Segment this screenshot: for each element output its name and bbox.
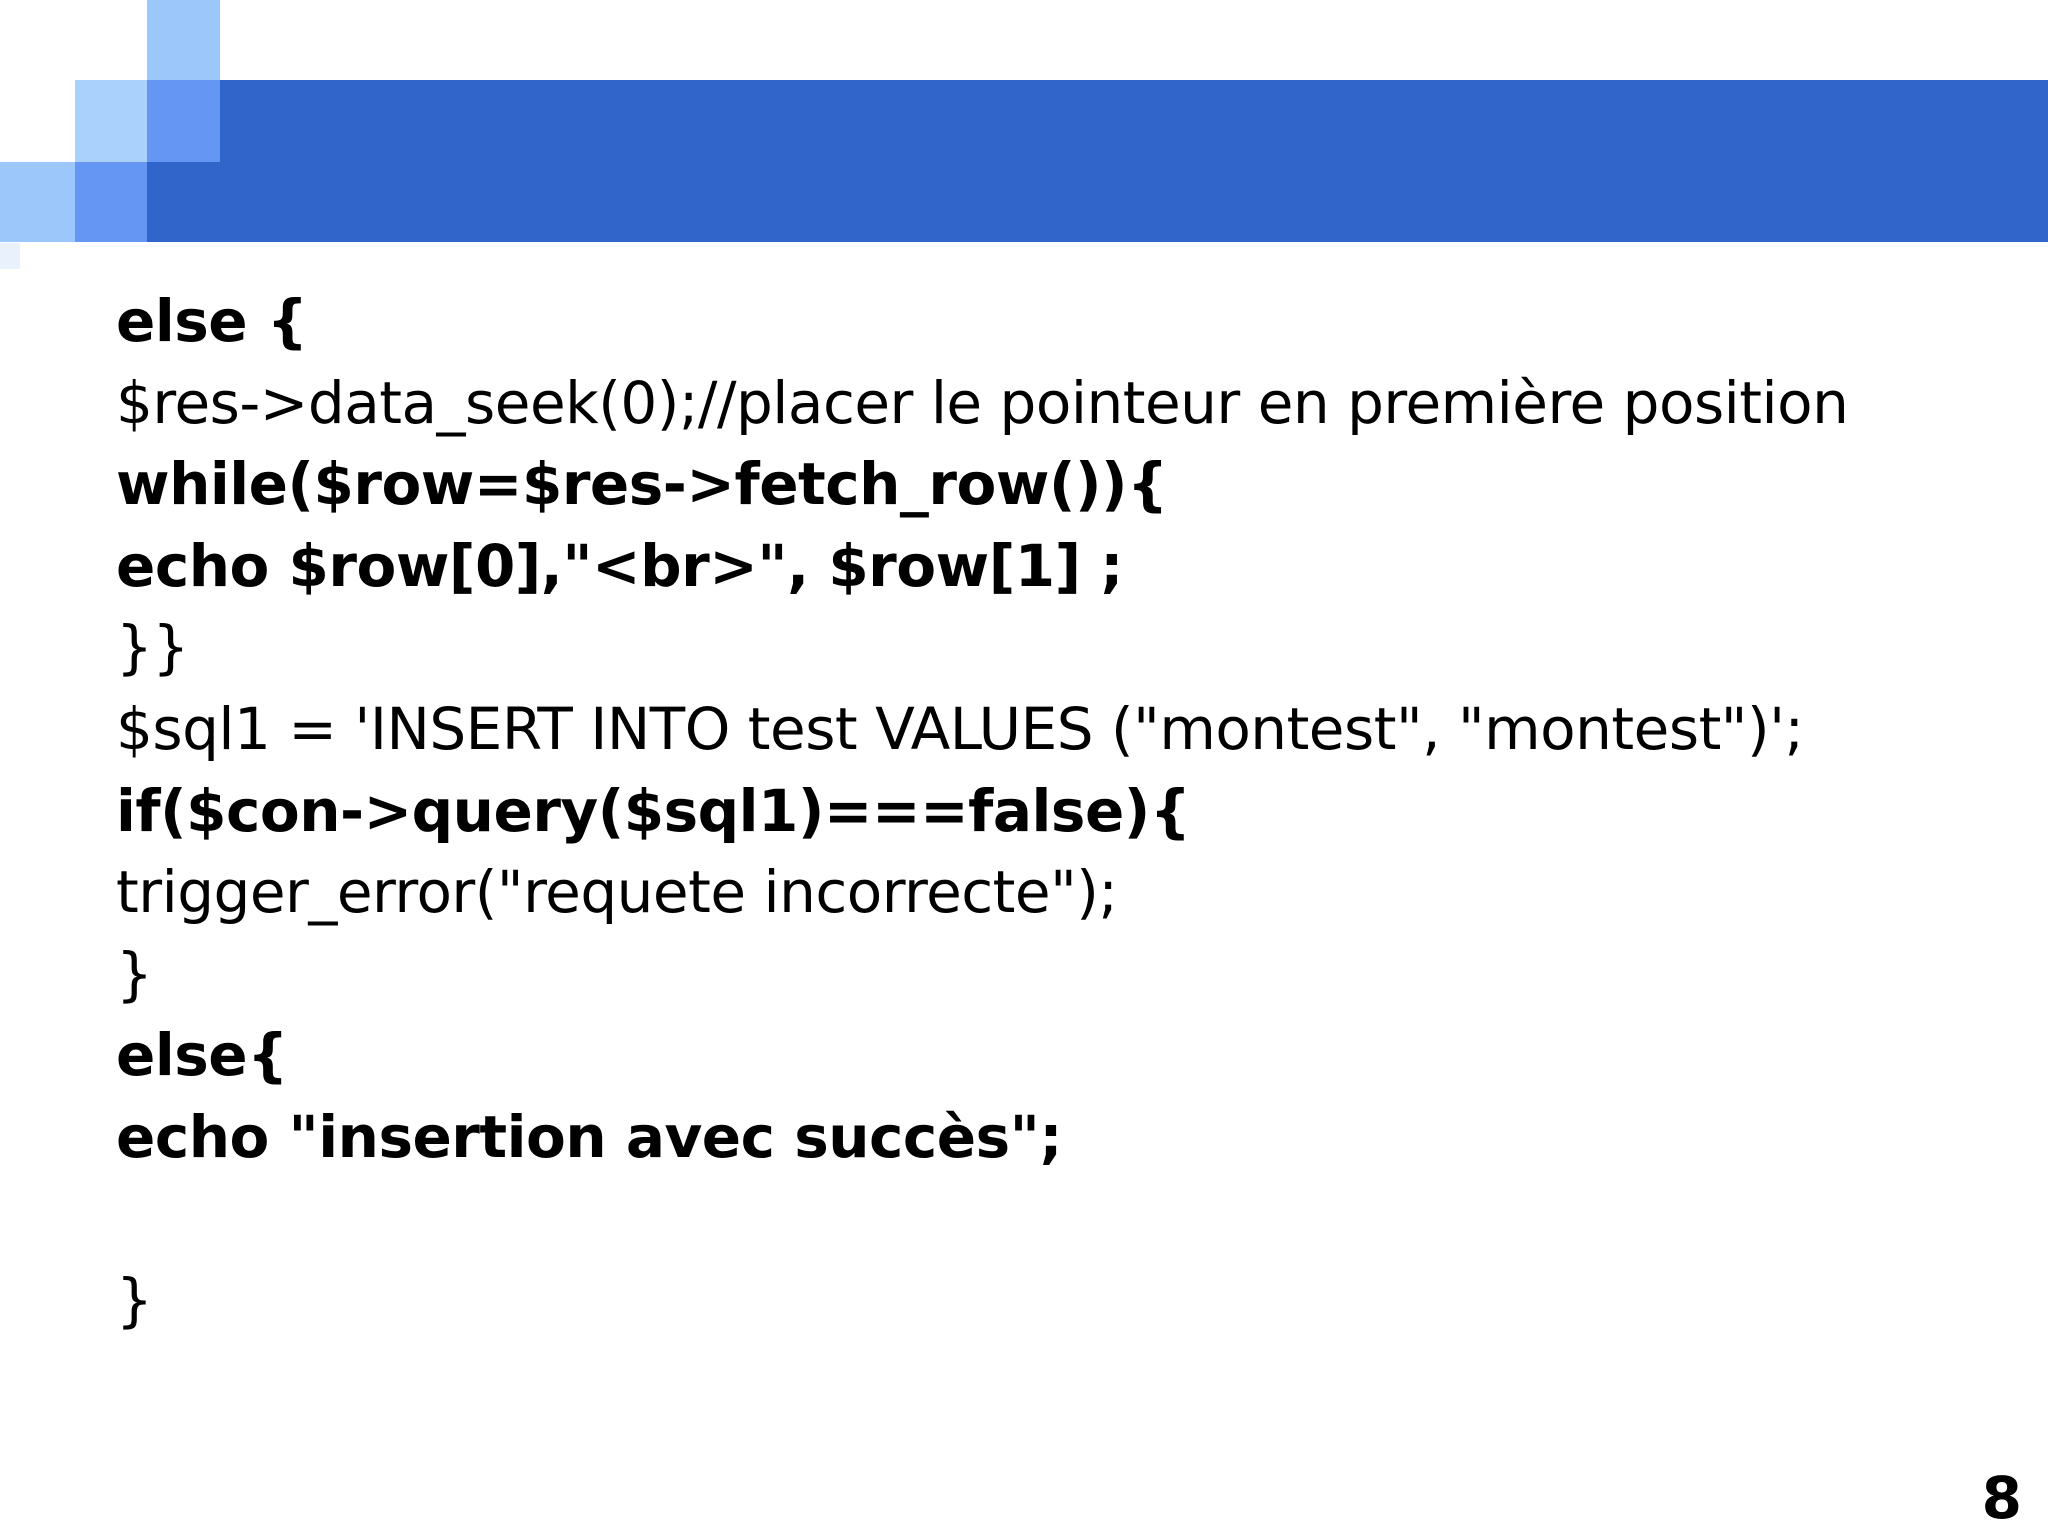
code-line: trigger_error("requete incorrecte"); [116,858,1118,927]
code-line: while($row=$res->fetch_row()){ [116,450,1168,519]
decoration-square-light-top [147,0,220,80]
decoration-square-pale-corner [0,243,20,269]
code-line: } [116,939,153,1008]
code-line: $res->data_seek(0);//placer le pointeur … [116,368,1849,437]
header-bar [220,80,2048,242]
code-line: echo "insertion avec succès"; [116,1102,1063,1171]
page-number: 8 [1981,1464,2022,1532]
code-line: }} [116,613,189,682]
decoration-square-light-bottom [0,162,75,242]
code-line: else{ [116,1021,288,1090]
code-line: echo $row[0],"<br>", $row[1] ; [116,531,1123,600]
decoration-square-lighter-mid [75,80,147,162]
code-line: $sql1 = 'INSERT INTO test VALUES ("monte… [116,694,1804,763]
decoration-square-medium-mid [147,80,220,162]
code-line: else { [116,287,308,355]
decoration-square-dark-bottom [147,162,220,242]
code-line [116,1179,2028,1261]
decoration-square-medium-bottom [75,162,147,242]
code-block: else { $res->data_seek(0);//placer le poi… [116,281,2028,1342]
code-line: } [116,1266,153,1335]
code-line: if($con->query($sql1)===false){ [116,776,1191,845]
